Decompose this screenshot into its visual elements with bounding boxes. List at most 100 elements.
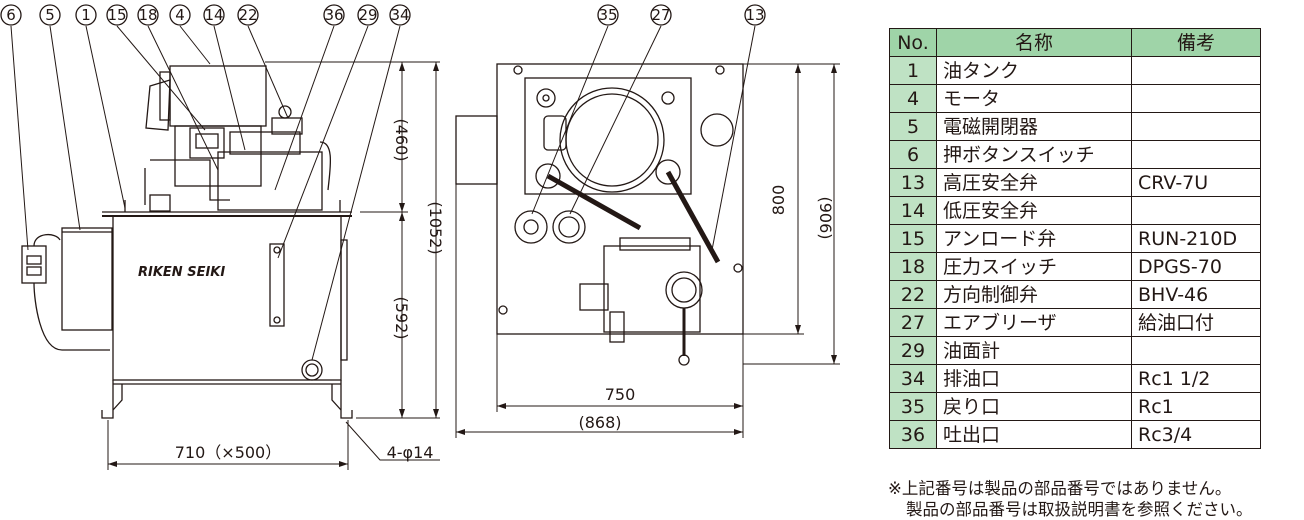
top-view — [455, 63, 744, 366]
magnetic-switch-box — [61, 227, 113, 331]
callout-label: 6 — [6, 6, 16, 24]
dim-width: 710（×500） — [175, 443, 282, 462]
header-name: 名称 — [936, 28, 1132, 57]
cell-no: 29 — [889, 336, 937, 365]
dim-inner-width: 750 — [605, 385, 636, 404]
table-header-row: No. 名称 備考 — [889, 28, 1261, 57]
cell-name: 油タンク — [936, 56, 1132, 85]
cell-name: 低圧安全弁 — [936, 196, 1132, 225]
top-plate — [496, 63, 744, 335]
callout-label: 27 — [651, 6, 670, 24]
cell-note — [1131, 336, 1261, 365]
cell-no: 14 — [889, 196, 937, 225]
header-no: No. — [889, 28, 937, 57]
front-view — [21, 65, 353, 419]
cell-note: Rc1 1/2 — [1131, 364, 1261, 393]
cell-name: 高圧安全弁 — [936, 168, 1132, 197]
dim-outer-depth: (906) — [816, 196, 835, 239]
valve-group — [603, 245, 701, 333]
cell-name: 押ボタンスイッチ — [936, 140, 1132, 169]
dim-lower-height: (592) — [392, 296, 411, 339]
oil-tank — [112, 215, 342, 381]
callout-label: 36 — [324, 6, 343, 24]
callout-circles — [0, 4, 766, 26]
leader-lines — [10, 25, 756, 361]
footnote-line-2: 製品の部品番号は取扱説明書を参照ください。 — [906, 500, 1253, 519]
cell-note — [1131, 56, 1261, 85]
cell-note: BHV-46 — [1131, 280, 1261, 309]
cell-no: 5 — [889, 112, 937, 141]
cell-no: 22 — [889, 280, 937, 309]
cell-note — [1131, 112, 1261, 141]
dim-total-height: (1052) — [426, 201, 445, 254]
cell-no: 18 — [889, 252, 937, 281]
callout-label: 18 — [138, 6, 157, 24]
manifold-block — [217, 151, 323, 211]
cell-no: 6 — [889, 140, 937, 169]
cell-name: 油面計 — [936, 336, 1132, 365]
cell-name: エアブリーザ — [936, 308, 1132, 337]
drain-port — [301, 359, 323, 381]
cell-no: 4 — [889, 84, 937, 113]
cell-no: 34 — [889, 364, 937, 393]
cell-name: 戻り口 — [936, 392, 1132, 421]
callout-label: 5 — [45, 6, 55, 24]
pressure-switch — [189, 127, 225, 159]
callout-label: 4 — [175, 6, 185, 24]
callout-label: 34 — [390, 6, 409, 24]
return-port — [514, 210, 548, 244]
cell-name: 圧力スイッチ — [936, 252, 1132, 281]
motor — [169, 65, 267, 127]
cell-no: 15 — [889, 224, 937, 253]
cell-note: Rc3/4 — [1131, 420, 1261, 449]
cell-note: Rc1 — [1131, 392, 1261, 421]
cell-note — [1131, 196, 1261, 225]
cell-no: 36 — [889, 420, 937, 449]
cell-name: アンロード弁 — [936, 224, 1132, 253]
cell-no: 27 — [889, 308, 937, 337]
cell-no: 1 — [889, 56, 937, 85]
oil-level-gauge — [269, 243, 285, 327]
callout-label: 29 — [358, 6, 377, 24]
cell-note: RUN-210D — [1131, 224, 1261, 253]
brand-label: RIKEN SEIKI — [138, 265, 225, 280]
footnote-line-1: ※上記番号は製品の部品番号ではありません。 — [888, 479, 1232, 498]
dimension-lines — [107, 61, 840, 470]
cell-note — [1131, 140, 1261, 169]
cell-name: 吐出口 — [936, 420, 1132, 449]
callout-label: 15 — [107, 6, 126, 24]
callout-label: 35 — [598, 6, 617, 24]
header-note: 備考 — [1131, 28, 1261, 57]
cell-note: DPGS-70 — [1131, 252, 1261, 281]
cell-name: モータ — [936, 84, 1132, 113]
callout-label: 1 — [81, 6, 91, 24]
cell-name: 電磁開閉器 — [936, 112, 1132, 141]
callout-label: 13 — [745, 6, 764, 24]
cell-no: 13 — [889, 168, 937, 197]
dim-outer-width: (868) — [578, 413, 621, 432]
dim-holes: 4-φ14 — [387, 443, 434, 462]
callout-label: 22 — [238, 6, 257, 24]
dim-inner-depth: 800 — [769, 185, 788, 216]
callout-label: 14 — [204, 6, 223, 24]
footnote: ※上記番号は製品の部品番号ではありません。 製品の部品番号は取扱説明書を参照くだ… — [888, 478, 1253, 520]
cell-note: 給油口付 — [1131, 308, 1261, 337]
dim-top-height: (460) — [392, 118, 411, 161]
cell-name: 方向制御弁 — [936, 280, 1132, 309]
cell-note: CRV-7U — [1131, 168, 1261, 197]
